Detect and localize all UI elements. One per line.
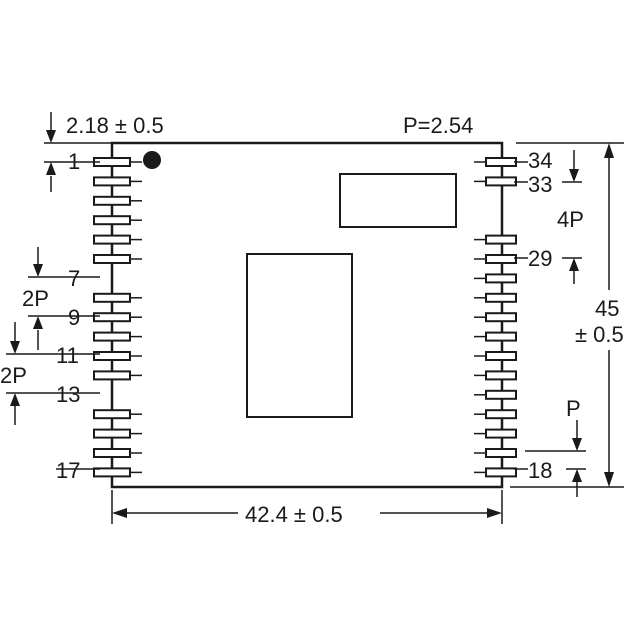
pin-label: 34 bbox=[528, 148, 552, 173]
height-dimension: 45 ± 0.5 bbox=[510, 142, 624, 488]
pad bbox=[485, 331, 517, 342]
left-2p-label-b: 2P bbox=[0, 363, 27, 388]
pin-label: 17 bbox=[56, 458, 80, 483]
height-value-label: 45 bbox=[595, 296, 619, 321]
pad bbox=[485, 351, 517, 361]
pad bbox=[93, 331, 131, 342]
pin-label: 13 bbox=[56, 382, 80, 407]
pad bbox=[485, 254, 517, 264]
pad bbox=[93, 409, 131, 420]
pin-label: 33 bbox=[528, 172, 552, 197]
pad bbox=[485, 292, 517, 303]
pad bbox=[93, 312, 131, 323]
pitch-label: P=2.54 bbox=[403, 113, 473, 138]
component-center bbox=[246, 253, 353, 418]
pad bbox=[93, 292, 131, 303]
pad bbox=[485, 448, 517, 458]
pad bbox=[93, 370, 131, 381]
pad bbox=[93, 351, 131, 361]
pad bbox=[93, 428, 131, 439]
pad bbox=[93, 215, 131, 226]
width-label: 42.4 ± 0.5 bbox=[245, 502, 343, 527]
pad bbox=[485, 370, 517, 381]
pad bbox=[93, 448, 131, 458]
pad bbox=[93, 195, 131, 206]
pin-label: 29 bbox=[528, 246, 552, 271]
pad bbox=[485, 409, 517, 420]
right-4p-label: 4P bbox=[557, 207, 584, 232]
height-tolerance-label: ± 0.5 bbox=[575, 322, 624, 347]
pin-label: 7 bbox=[68, 266, 80, 291]
pad bbox=[485, 467, 517, 478]
component-top-right bbox=[339, 173, 457, 228]
left-2p-dimension-a: 2P bbox=[22, 247, 66, 350]
pad bbox=[485, 312, 517, 323]
pin-label: 18 bbox=[528, 458, 552, 483]
pad bbox=[485, 157, 517, 167]
pad bbox=[485, 389, 517, 400]
right-p-label: P bbox=[566, 396, 581, 421]
pad bbox=[485, 273, 517, 284]
pad bbox=[485, 234, 517, 245]
left-2p-label-a: 2P bbox=[22, 286, 49, 311]
right-pad-row bbox=[474, 157, 517, 478]
top-offset-label: 2.18 ± 0.5 bbox=[66, 113, 164, 138]
pad bbox=[93, 176, 131, 187]
top-offset-dimension: 2.18 ± 0.5 bbox=[44, 112, 164, 192]
pin1-marker-icon bbox=[143, 151, 161, 169]
right-4p-dimension: 4P bbox=[557, 150, 584, 284]
pin-label: 11 bbox=[56, 343, 79, 368]
pad bbox=[485, 176, 517, 187]
width-dimension: 42.4 ± 0.5 bbox=[111, 490, 503, 527]
module-body bbox=[110, 141, 504, 489]
pad bbox=[93, 234, 131, 245]
right-p-dimension: P bbox=[525, 396, 586, 497]
left-2p-dimension-b: 2P bbox=[0, 322, 56, 425]
left-pad-row bbox=[93, 157, 142, 478]
left-pin-labels: 1 7 9 11 13 17 bbox=[56, 149, 100, 483]
pad bbox=[93, 254, 131, 264]
pad bbox=[485, 428, 517, 439]
right-pin-labels: 34 33 29 18 bbox=[514, 148, 552, 483]
pin-label: 9 bbox=[68, 305, 80, 330]
